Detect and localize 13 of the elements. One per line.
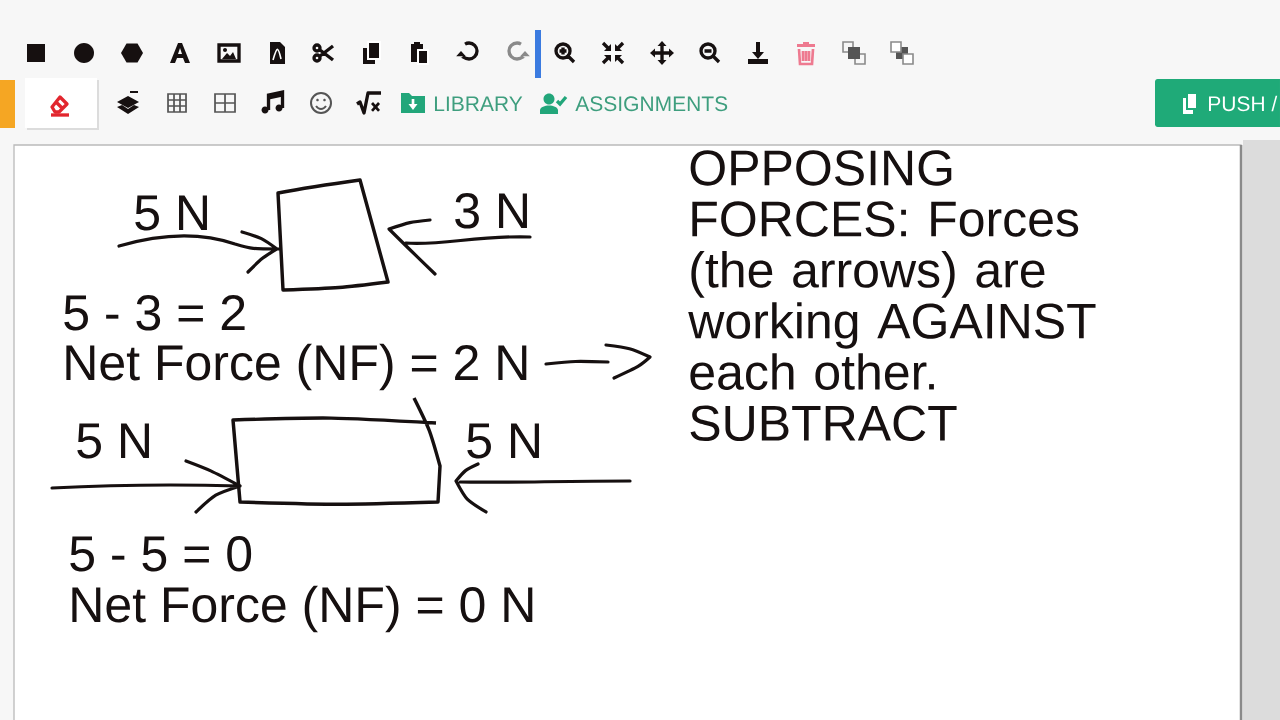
net-force-result: Net Force (NF) = 0 N [72,585,533,633]
explanation-text: OPPOSING FORCES: Forces (the arrows) are working AGAINST each other. SUBTRACT [688,150,1096,441]
library-link: LIBRARY [435,96,523,111]
force-label: 5 N [135,195,207,231]
force-label: 3 N [455,193,527,229]
equation: 5 - 5 = 0 [70,536,252,572]
force-label: 5 N [77,423,149,459]
push-button: PUSH / [1155,79,1280,127]
block [231,397,442,506]
equation: 5 - 3 = 2 [64,295,245,331]
assignments-link: ASSIGNMENTS [575,96,728,112]
block [276,178,390,292]
net-force-result: Net Force (NF) = 2 N [66,343,527,391]
